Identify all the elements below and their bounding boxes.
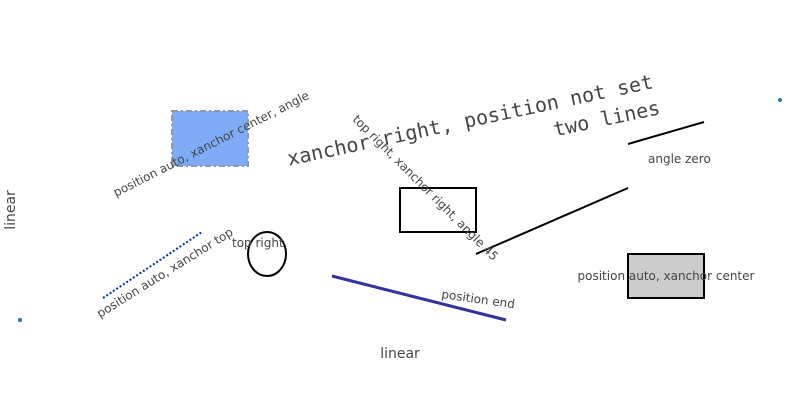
y-axis-title: linear [3, 190, 19, 230]
series-0-point-1 [778, 98, 782, 102]
series-markers [18, 98, 782, 322]
shape-gray-rect [627, 253, 705, 299]
shape-outline-rect [399, 187, 477, 233]
annotation-angle-zero: angle zero [648, 152, 711, 166]
shape-line-long [475, 187, 629, 255]
annotation-rect-label: position auto, xanchor center, angle [111, 88, 311, 199]
shape-circle [247, 231, 287, 277]
annotation-dotted-line: position auto, xanchor top [94, 225, 235, 321]
shape-line-navy [331, 274, 507, 322]
shape-line-short [627, 121, 705, 145]
x-axis-title: linear [380, 346, 420, 362]
annotation-top-right: top right [232, 236, 284, 250]
shape-filled-rect [171, 110, 249, 167]
annotation-gray-rect: position auto, xanchor center [578, 269, 755, 283]
series-0-point-0 [18, 318, 22, 322]
